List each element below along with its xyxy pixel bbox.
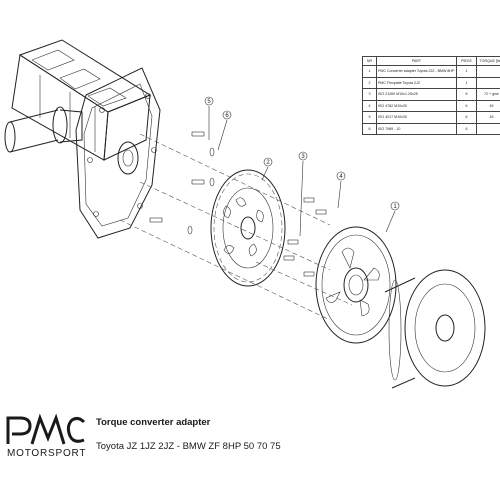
cell-nr: 4 — [362, 99, 377, 112]
torque-converter — [384, 269, 486, 389]
callout-1: 1 — [385, 201, 400, 233]
callout-number: 5 — [207, 99, 211, 105]
cell-piece: 1 — [456, 65, 477, 78]
cell-piece: 6 — [456, 122, 477, 135]
table-row: 3 ISO 21269 M10x1.25x25 8 72 + glue — [362, 88, 500, 101]
cell-part: PMC Flexplate Toyota 2JZ — [376, 76, 457, 89]
cell-nr: 6 — [362, 122, 377, 135]
cell-part: ISO 4017 M10x30 — [376, 111, 457, 124]
pmc-logo — [6, 413, 86, 445]
caption-subtitle: Toyota JZ 1JZ 2JZ - BMW ZF 8HP 50 70 75 — [96, 441, 281, 452]
cell-piece: 1 — [456, 76, 477, 89]
callout-6: 6 — [217, 110, 232, 151]
converter-adapter-plate — [315, 226, 397, 344]
cell-part: ISO 7089 - 10 — [376, 122, 457, 135]
callout-2: 2 — [261, 157, 273, 181]
brand-name: MOTORSPORT — [7, 448, 87, 459]
cell-torque: 45 — [476, 99, 500, 112]
header-torque: TORQUE [Nm] — [476, 56, 500, 66]
callout-number: 2 — [266, 160, 270, 166]
cell-torque — [476, 65, 500, 78]
flexplate — [210, 169, 286, 287]
cell-part: ISO 4762 M10x30 — [376, 99, 457, 112]
cell-torque — [476, 76, 500, 89]
table-row: 2 PMC Flexplate Toyota 2JZ 1 — [362, 76, 500, 89]
table-row: 4 ISO 4762 M10x30 6 45 — [362, 99, 500, 112]
cell-nr: 3 — [362, 88, 377, 101]
cell-piece: 8 — [456, 88, 477, 101]
cell-piece: 6 — [456, 111, 477, 124]
header-piece: PIECE — [456, 56, 477, 66]
cell-part: ISO 21269 M10x1.25x25 — [376, 88, 457, 101]
caption-title: Torque converter adapter — [96, 417, 211, 428]
fasteners — [119, 131, 353, 321]
cell-torque — [476, 122, 500, 135]
table-row: 6 ISO 7089 - 10 6 — [362, 122, 500, 135]
callout-number: 1 — [393, 204, 397, 210]
table-row: 1 PMC Converter adapter Toyota 2JZ - BMW… — [362, 65, 500, 78]
bill-of-materials-table: NR PART PIECE TORQUE [Nm] 1 PMC Converte… — [362, 56, 500, 135]
callout-number: 3 — [301, 154, 305, 160]
callout-3: 3 — [298, 151, 308, 237]
callout-number: 4 — [339, 174, 343, 180]
table-row: 5 ISO 4017 M10x30 6 45 — [362, 111, 500, 124]
cell-piece: 6 — [456, 99, 477, 112]
engine-block — [11, 39, 152, 161]
cell-nr: 5 — [362, 111, 377, 124]
callout-5: 5 — [204, 96, 214, 140]
cell-nr: 2 — [362, 76, 377, 89]
cell-nr: 1 — [362, 65, 377, 78]
callout-number: 6 — [225, 113, 229, 119]
header-part: PART — [376, 56, 457, 66]
cell-torque: 72 + glue — [476, 88, 500, 101]
header-nr: NR — [362, 56, 377, 66]
bell-housing — [75, 67, 161, 239]
cell-torque: 45 — [476, 111, 500, 124]
starter-motor — [4, 106, 83, 153]
cell-part: PMC Converter adapter Toyota 2JZ - BMW 8… — [376, 65, 457, 78]
callout-4: 4 — [336, 171, 346, 209]
table-header-row: NR PART PIECE TORQUE [Nm] — [362, 56, 500, 66]
